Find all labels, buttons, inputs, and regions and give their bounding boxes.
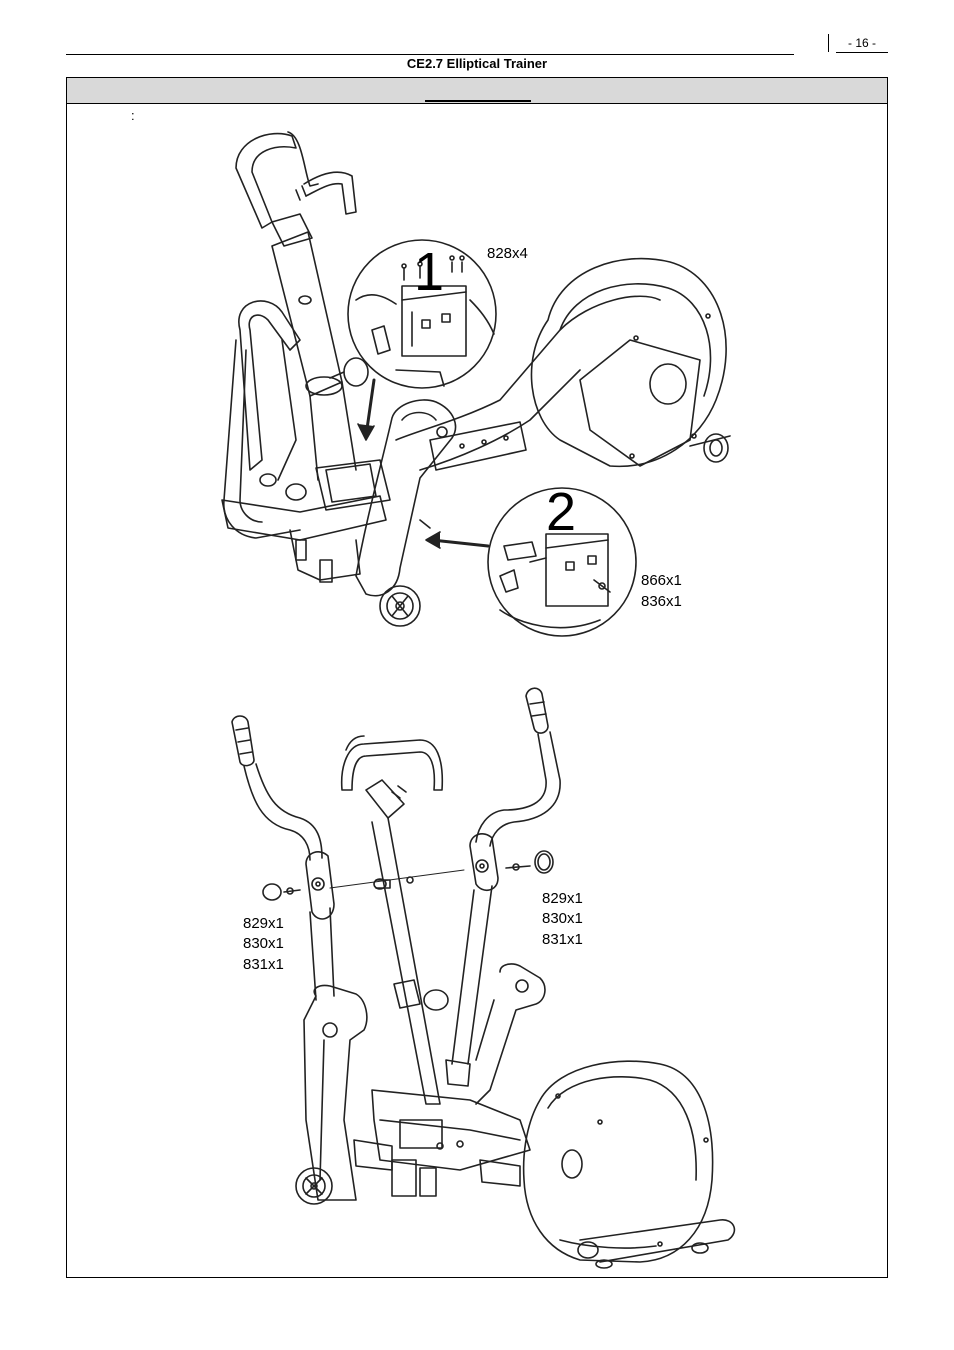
page-number-rule: [836, 52, 888, 53]
instruction-box: :: [66, 77, 888, 1278]
callout1-part-label: 828x4: [487, 245, 528, 262]
right-part-label: 831x1: [542, 931, 583, 948]
right-part-label: 829x1: [542, 890, 583, 907]
figure1-machine-drawing: [221, 131, 731, 627]
callout1-detail: [347, 239, 497, 389]
callout1-number: 1: [414, 242, 444, 302]
left-part-label: 831x1: [243, 956, 284, 973]
callout2-detail: [487, 487, 637, 637]
step-heading-band: [67, 78, 887, 104]
right-part-label: 830x1: [542, 910, 583, 927]
header-rule: [66, 54, 794, 55]
step-heading-underline: [425, 100, 531, 102]
left-part-label: 830x1: [243, 935, 284, 952]
document-title: CE2.7 Elliptical Trainer: [406, 56, 548, 71]
callout2-part-label: 836x1: [641, 593, 682, 610]
page-number: - 16 -: [847, 36, 876, 50]
callout2-number: 2: [546, 482, 576, 542]
figure2-machine-drawing: [231, 687, 736, 1269]
step-colon: :: [131, 108, 135, 123]
page-number-divider: [828, 34, 829, 52]
left-part-label: 829x1: [243, 915, 284, 932]
callout2-part-label: 866x1: [641, 572, 682, 589]
